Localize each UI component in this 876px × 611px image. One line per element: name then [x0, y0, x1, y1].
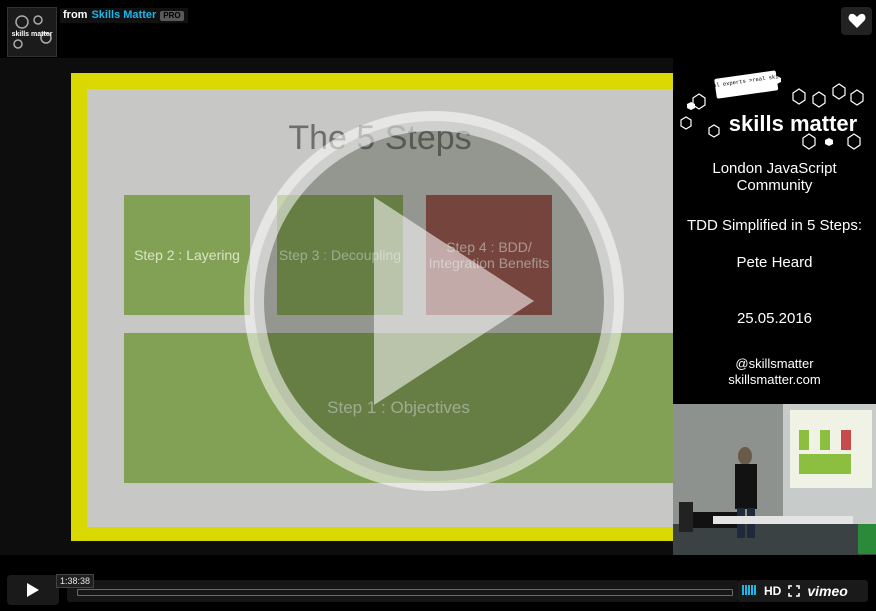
byline: from Skills Matter PRO: [60, 8, 188, 23]
talk-title: TDD Simplified in 5 Steps:: [686, 217, 863, 234]
vimeo-logo[interactable]: vimeo: [807, 583, 848, 599]
logo-text: skills matter: [729, 111, 858, 136]
progress-bar[interactable]: [77, 589, 733, 596]
speaker-name: Pete Heard: [736, 254, 813, 271]
info-panel: >real experts >real skills skills matter…: [673, 58, 876, 404]
player-header: skills matter from Skills Matter PRO: [0, 0, 876, 58]
talk-date: 25.05.2016: [736, 310, 813, 327]
from-label: from: [63, 9, 88, 21]
heart-icon: [848, 13, 865, 28]
like-button[interactable]: [841, 7, 872, 35]
play-overlay-button[interactable]: [238, 105, 630, 497]
author-link[interactable]: Skills Matter: [91, 9, 157, 21]
play-triangle-icon: [374, 197, 534, 405]
website-url: skillsmatter.com: [728, 372, 821, 387]
community-text: London JavaScript Community: [712, 160, 837, 194]
player-controls: HD vimeo: [738, 580, 868, 602]
step-2-box: Step 2 : Layering: [124, 195, 250, 315]
progress-container: [67, 580, 739, 602]
hd-toggle[interactable]: HD: [764, 584, 782, 598]
speaker-camera-feed: [673, 404, 876, 555]
avatar-text: skills matter: [12, 31, 53, 38]
channel-avatar[interactable]: skills matter: [7, 7, 57, 57]
volume-control[interactable]: [742, 582, 757, 600]
skills-matter-logo: >real experts >real skills skills matter: [680, 70, 864, 150]
twitter-handle: @skillsmatter: [735, 356, 814, 371]
fullscreen-icon[interactable]: [788, 585, 801, 597]
pro-badge: PRO: [160, 10, 184, 21]
play-icon: [27, 583, 39, 597]
time-display: 1:38:38: [56, 574, 95, 588]
play-button[interactable]: [7, 575, 59, 605]
